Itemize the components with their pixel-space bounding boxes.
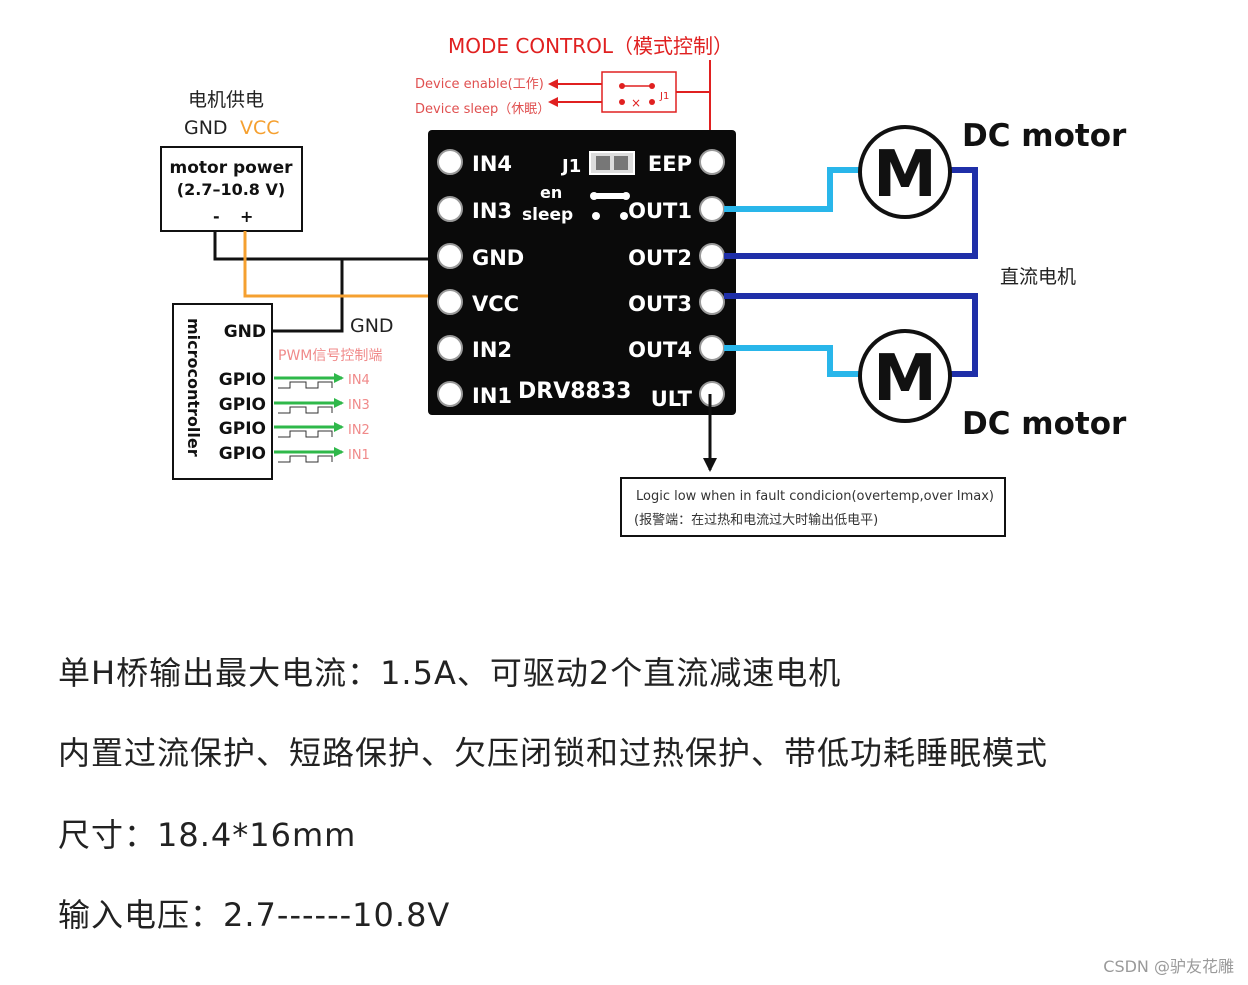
spec-input-voltage: 输入电压：2.7------10.8V	[58, 896, 451, 934]
board-sleep-label: sleep	[522, 205, 573, 225]
device-sleep-label: Device sleep（休眠）	[415, 102, 550, 117]
pwm-input-label: IN2	[348, 423, 370, 438]
pin-label-out3: OUT3	[628, 292, 692, 316]
mode-jumper-box	[601, 71, 677, 113]
board-j1-label: J1	[560, 156, 581, 177]
board-right-pads	[699, 149, 725, 407]
fault-box	[620, 477, 1006, 537]
power-plus: +	[240, 207, 253, 226]
pwm-input-label: IN1	[348, 448, 370, 463]
motor-power-box	[160, 146, 303, 232]
watermark: CSDN @驴友花雕	[1103, 957, 1234, 976]
out2-wire	[724, 167, 978, 259]
out3-wire	[724, 293, 978, 377]
pin-label-out1: OUT1	[628, 199, 692, 223]
power-minus: -	[213, 207, 220, 226]
drv8833-board	[428, 130, 736, 415]
pin-label-out2: OUT2	[628, 246, 692, 270]
vcc-wire	[243, 231, 435, 298]
pwm-label: PWM信号控制端	[278, 348, 382, 364]
motor-symbol: M	[873, 342, 937, 416]
spec-protections: 内置过流保护、短路保护、欠压闭锁和过热保护、带低功耗睡眠模式	[58, 734, 1049, 772]
power-header-vcc: VCC	[240, 117, 280, 139]
mode-jumper-label: J1	[659, 91, 669, 102]
dc-motor-icon: M	[858, 329, 952, 423]
pin-label-vcc: VCC	[472, 292, 519, 316]
mcu-gnd-label: GND	[224, 322, 266, 342]
drv8833-wiring-diagram: MODE CONTROL（模式控制） × J1 Device enable(工作…	[160, 34, 1127, 537]
spec-max-current: 单H桥输出最大电流：1.5A、可驱动2个直流减速电机	[58, 654, 842, 692]
pin-label-ult: ULT	[651, 387, 693, 411]
board-solder-dots	[590, 192, 630, 220]
pin-label-gnd: GND	[472, 246, 524, 270]
gpio-label: GPIO	[219, 444, 266, 464]
gpio-label: GPIO	[219, 370, 266, 390]
dc-motor-cn-label: 直流电机	[1000, 266, 1076, 288]
gpio-label: GPIO	[219, 395, 266, 415]
svg-text:×: ×	[631, 96, 641, 110]
out4-wire	[724, 345, 862, 377]
motor-power-title: motor power	[170, 158, 294, 178]
dc-motor-bottom-label: DC motor	[962, 406, 1127, 442]
out1-wire	[724, 167, 862, 212]
mode-control-title: MODE CONTROL（模式控制）	[448, 34, 733, 58]
microcontroller-title: microcontroller	[184, 318, 203, 457]
pwm-input-label: IN3	[348, 398, 370, 413]
chip-label: DRV8833	[518, 379, 631, 404]
fault-line1: Logic low when in fault condicion(overte…	[636, 489, 994, 504]
pin-label-eep: EEP	[648, 152, 692, 176]
pin-label-in1: IN1	[472, 384, 512, 408]
gnd-wire-label: GND	[350, 315, 394, 337]
gnd-wire	[213, 231, 435, 333]
microcontroller-box	[172, 303, 273, 480]
motor-power-range: (2.7–10.8 V)	[177, 180, 285, 199]
pin-label-in3: IN3	[472, 199, 512, 223]
pwm-input-label: IN4	[348, 373, 370, 388]
device-enable-label: Device enable(工作)	[415, 77, 544, 92]
pin-label-in4: IN4	[472, 152, 512, 176]
spec-size: 尺寸：18.4*16mm	[58, 816, 357, 854]
motor-symbol: M	[873, 138, 937, 212]
pwm-arrows	[274, 373, 344, 463]
dc-motor-top-label: DC motor	[962, 118, 1127, 154]
pin-label-in2: IN2	[472, 338, 512, 362]
board-left-pads	[437, 149, 463, 407]
jumper-pins-icon: ×	[619, 83, 655, 110]
board-en-label: en	[540, 183, 562, 202]
power-header-gnd: GND	[184, 117, 228, 139]
gpio-label: GPIO	[219, 419, 266, 439]
fault-line2: (报警端：在过热和电流过大时输出低电平)	[634, 512, 878, 528]
power-header-cn: 电机供电	[188, 89, 264, 111]
pin-label-out4: OUT4	[628, 338, 692, 362]
dc-motor-icon: M	[858, 125, 952, 219]
